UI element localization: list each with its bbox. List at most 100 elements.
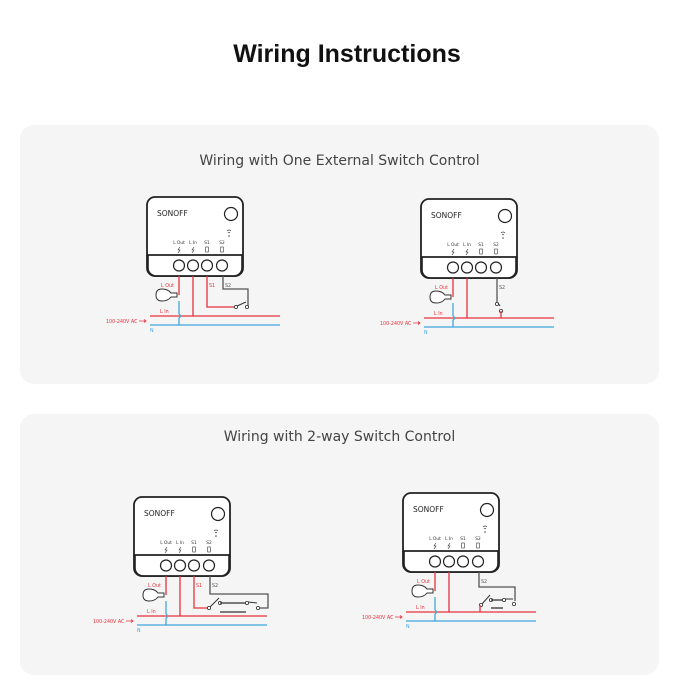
neutral-label: N bbox=[137, 628, 141, 634]
s1-wire bbox=[206, 276, 235, 308]
wire-crossover bbox=[178, 313, 182, 319]
terminal-label: S2 bbox=[206, 540, 212, 546]
wire-crossover bbox=[434, 609, 438, 615]
l-in-label: L In bbox=[147, 609, 156, 615]
lightning-icon bbox=[164, 546, 168, 554]
terminal-label: L Out bbox=[173, 240, 185, 246]
lightning-icon bbox=[447, 542, 451, 550]
wifi-icon bbox=[213, 529, 219, 534]
s2-label: S2 bbox=[499, 285, 505, 291]
section-one-switch: Wiring with One External Switch Control bbox=[20, 125, 659, 384]
terminal-screw bbox=[489, 261, 503, 274]
switch-symbol-icon bbox=[205, 246, 209, 253]
button-icon bbox=[479, 502, 495, 518]
switch-lever bbox=[497, 302, 501, 307]
terminal-label: S1 bbox=[191, 540, 197, 546]
s2-label: S2 bbox=[481, 579, 487, 585]
bulb-icon bbox=[155, 288, 178, 302]
neutral-label: N bbox=[406, 624, 410, 630]
voltage-label: 100-240V AC bbox=[106, 319, 138, 325]
terminal-label: L In bbox=[189, 240, 197, 246]
lightning-icon bbox=[433, 542, 437, 550]
wire-crossover bbox=[165, 613, 169, 619]
terminal-screw bbox=[215, 259, 229, 272]
l-in-label: L In bbox=[160, 309, 169, 315]
button-icon bbox=[223, 206, 239, 222]
bulb-icon bbox=[411, 584, 434, 598]
switch-lever bbox=[236, 301, 247, 307]
terminal-screw bbox=[446, 261, 460, 274]
arrow-icon bbox=[395, 615, 403, 619]
terminal-label: S1 bbox=[478, 242, 484, 248]
switch-symbol-icon bbox=[479, 248, 483, 255]
brand-logo: SONOFF bbox=[157, 209, 188, 218]
wifi-icon bbox=[500, 231, 506, 236]
terminal-label: L In bbox=[463, 242, 471, 248]
s1-label: S1 bbox=[196, 583, 202, 589]
terminal-label: L Out bbox=[429, 536, 441, 542]
terminal-screw bbox=[471, 555, 485, 568]
switch-symbol-icon bbox=[207, 546, 211, 553]
lightning-icon bbox=[451, 248, 455, 256]
switch-a-contact bbox=[207, 606, 212, 611]
neutral-label: N bbox=[424, 330, 428, 336]
brand-logo: SONOFF bbox=[144, 509, 175, 518]
led-icon bbox=[484, 531, 486, 533]
switch-a-lever bbox=[209, 597, 220, 608]
terminal-screw bbox=[442, 555, 456, 568]
led-icon bbox=[228, 235, 230, 237]
button-icon bbox=[497, 208, 513, 224]
wifi-icon bbox=[482, 525, 488, 530]
arrow-icon bbox=[126, 619, 134, 623]
l-in-label: L In bbox=[434, 311, 443, 317]
switch-symbol-icon bbox=[476, 542, 480, 549]
terminal-label: S2 bbox=[493, 242, 499, 248]
switch-symbol-icon bbox=[461, 542, 465, 549]
switch-symbol-icon bbox=[494, 248, 498, 255]
bulb-icon bbox=[429, 290, 452, 304]
l-out-label: L Out bbox=[148, 583, 161, 589]
switch-symbol-icon bbox=[192, 546, 196, 553]
switch-a-lever bbox=[481, 594, 491, 605]
lightning-icon bbox=[465, 248, 469, 256]
arrow-icon bbox=[413, 321, 421, 325]
terminal-screw bbox=[186, 259, 200, 272]
lightning-icon bbox=[177, 246, 181, 254]
section-two-way: Wiring with 2-way Switch Control bbox=[20, 414, 659, 675]
terminal-screw bbox=[200, 259, 214, 272]
wifi-icon bbox=[226, 229, 232, 234]
terminal-screw bbox=[202, 559, 216, 572]
terminal-screw bbox=[173, 559, 187, 572]
l-out-label: L Out bbox=[417, 579, 430, 585]
terminal-screw bbox=[460, 261, 474, 274]
terminal-screw bbox=[172, 259, 186, 272]
terminal-screw bbox=[428, 555, 442, 568]
s1-wire bbox=[193, 576, 208, 609]
voltage-label: 100-240V AC bbox=[380, 321, 412, 327]
terminal-screw bbox=[474, 261, 488, 274]
arrow-icon bbox=[139, 319, 147, 323]
s2-wire bbox=[209, 576, 269, 609]
section-subtitle: Wiring with One External Switch Control bbox=[199, 153, 480, 169]
switch-b-lever bbox=[247, 601, 258, 604]
l-in-label: L In bbox=[416, 605, 425, 611]
neutral-label: N bbox=[150, 328, 154, 334]
switch-contact bbox=[245, 305, 250, 310]
switch-symbol-icon bbox=[220, 246, 224, 253]
led-icon bbox=[502, 237, 504, 239]
terminal-screw bbox=[187, 559, 201, 572]
button-icon bbox=[210, 506, 226, 522]
wire-crossover bbox=[452, 315, 456, 321]
brand-logo: SONOFF bbox=[431, 211, 462, 220]
lightning-icon bbox=[191, 246, 195, 254]
terminal-label: S1 bbox=[460, 536, 466, 542]
terminal-screw bbox=[159, 559, 173, 572]
page-title: Wiring Instructions bbox=[233, 40, 461, 68]
